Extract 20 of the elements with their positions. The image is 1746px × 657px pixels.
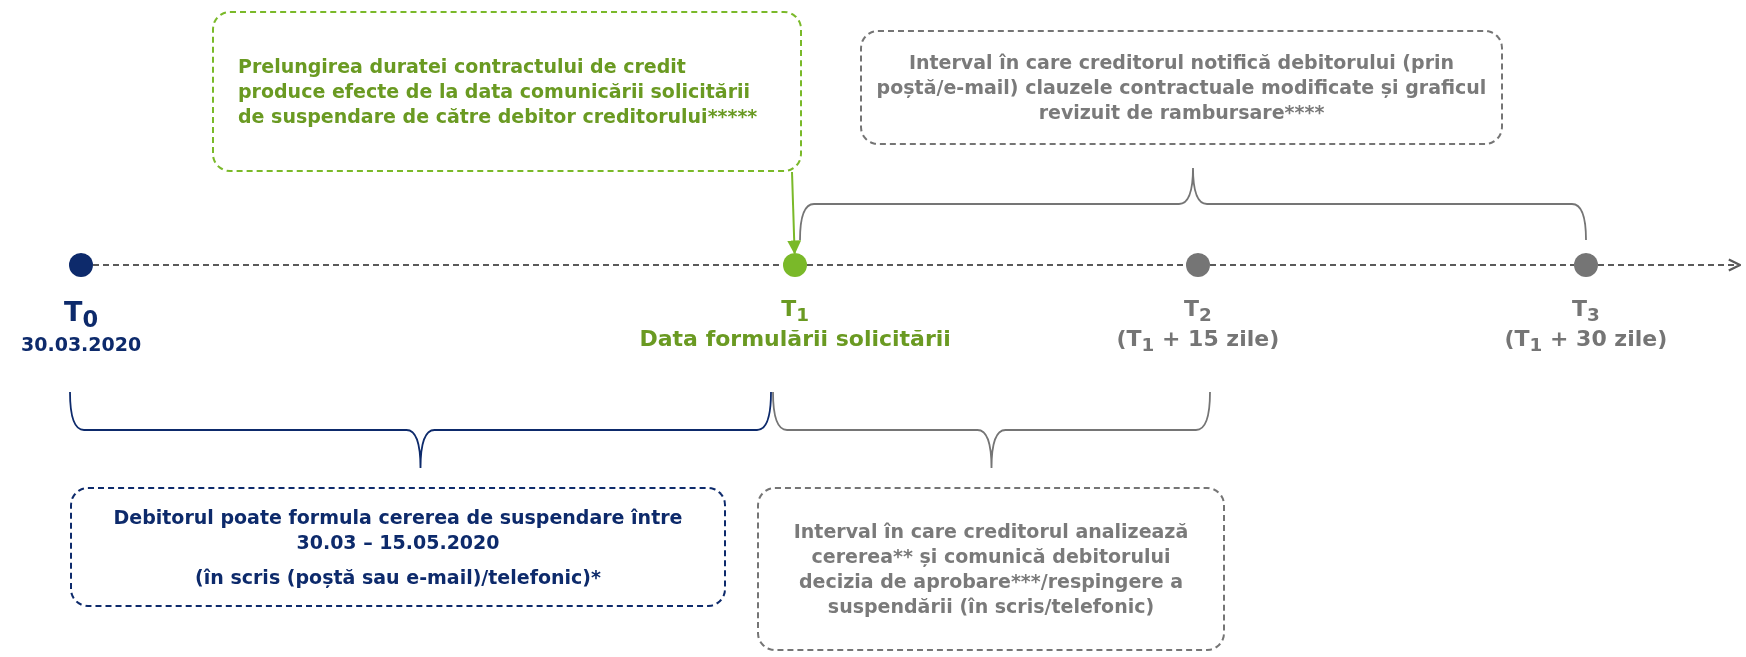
note-box	[757, 487, 1225, 651]
arrow	[787, 171, 802, 255]
date-label: (T$_{1}$ + 15 zile)	[1116, 327, 1280, 356]
note-box	[70, 487, 726, 607]
date-label: 30.03.2020	[21, 333, 142, 355]
time-label: T$_{2}$	[1183, 295, 1212, 328]
date-label: (T$_{1}$ + 30 zile)	[1504, 327, 1668, 356]
note-text: Interval în care creditorul notifică debitorului (prin poștă/e-mail) clauzele contractuale modificate și graficul revizuit de rambursare****	[875, 50, 1488, 125]
note-text: Prelungirea duratei contractului de credit produce efecte de la data comunicării solicitării de suspendare de către debitor creditorului*****	[238, 54, 759, 129]
note-box	[212, 11, 802, 172]
time-label: T$_{0}$	[64, 295, 99, 334]
date-label: Data formulării solicitării	[639, 327, 951, 352]
timeline-line	[1209, 264, 1575, 266]
time-label: T$_{3}$	[1571, 295, 1600, 328]
timeline-arrow	[1597, 258, 1742, 272]
note-box	[860, 30, 1503, 145]
note-text: Interval în care creditorul analizează cererea** și comunică debitorului decizia de aprobare***/respingere a suspendării (în scris/telefonic)	[792, 519, 1190, 619]
note-text: (în scris (poștă sau e-mail)/telefonic)*	[194, 564, 602, 590]
time-label: T$_{1}$	[781, 295, 810, 328]
note-text: Debitorul poate formula cererea de suspendare între 30.03 – 15.05.2020	[112, 504, 684, 555]
